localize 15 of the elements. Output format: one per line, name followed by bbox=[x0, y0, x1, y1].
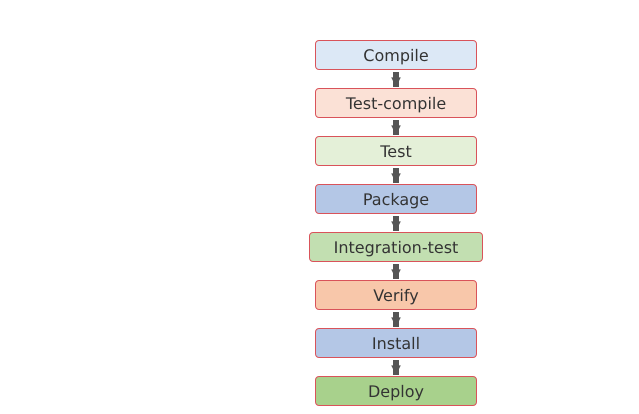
process-box: Deploy bbox=[315, 376, 477, 406]
process-box: Verify bbox=[315, 280, 477, 310]
process-box: Test bbox=[315, 136, 477, 166]
arrow bbox=[391, 72, 401, 87]
process-box: Compile bbox=[315, 40, 477, 70]
process-box: Install bbox=[315, 328, 477, 358]
process-box: Package bbox=[315, 184, 477, 214]
process-box: Test-compile bbox=[315, 88, 477, 118]
arrow bbox=[391, 120, 401, 135]
arrow bbox=[391, 168, 401, 183]
arrow bbox=[391, 360, 401, 375]
arrow bbox=[391, 264, 401, 279]
arrow bbox=[391, 216, 401, 231]
arrow bbox=[391, 312, 401, 327]
process-box: Integration-test bbox=[309, 232, 483, 262]
